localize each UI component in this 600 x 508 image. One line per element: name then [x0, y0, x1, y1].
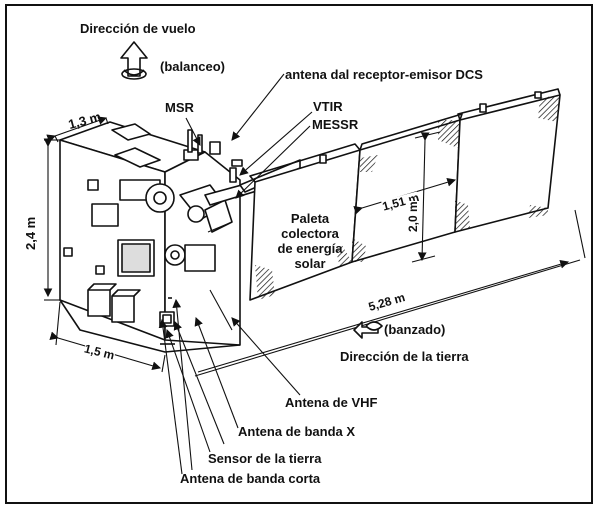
messr-label: MESSR: [312, 117, 359, 132]
dim-2-0-label: 2,0 m: [406, 201, 420, 232]
yaw-arrow-icon: [353, 321, 383, 339]
dim-2-4-label: 2,4 m: [23, 216, 38, 250]
panel-line-4: solar: [294, 255, 326, 271]
diagram-border: [5, 4, 593, 504]
solar-panel: [204, 88, 561, 301]
panel-caption: Paleta colectora de energía solar: [265, 211, 355, 272]
panel-line-3: de energía: [277, 240, 343, 256]
vtir-label: VTIR: [313, 99, 343, 114]
vhf-antenna-label: Antena de VHF: [285, 395, 378, 410]
msr-label: MSR: [165, 100, 194, 115]
earth-sensor-label: Sensor de la tierra: [208, 451, 322, 466]
panel-line-2: colectora: [281, 225, 339, 241]
dcs-antenna-label: antena dal receptor-emisor DCS: [285, 67, 483, 82]
satellite-body: [59, 121, 243, 353]
yaw-label: (banzado): [384, 322, 446, 337]
short-band-antenna-label: Antena de banda corta: [180, 471, 321, 486]
x-band-antenna-label: Antena de banda X: [238, 424, 356, 439]
flight-direction-arrow-icon: [120, 41, 148, 80]
flight-direction-label: Dirección de vuelo: [80, 21, 196, 36]
earth-direction-label: Dirección de la tierra: [340, 349, 469, 364]
roll-label: (balanceo): [160, 59, 226, 74]
leader-lines: [158, 73, 313, 475]
panel-line-1: Paleta: [290, 211, 330, 226]
